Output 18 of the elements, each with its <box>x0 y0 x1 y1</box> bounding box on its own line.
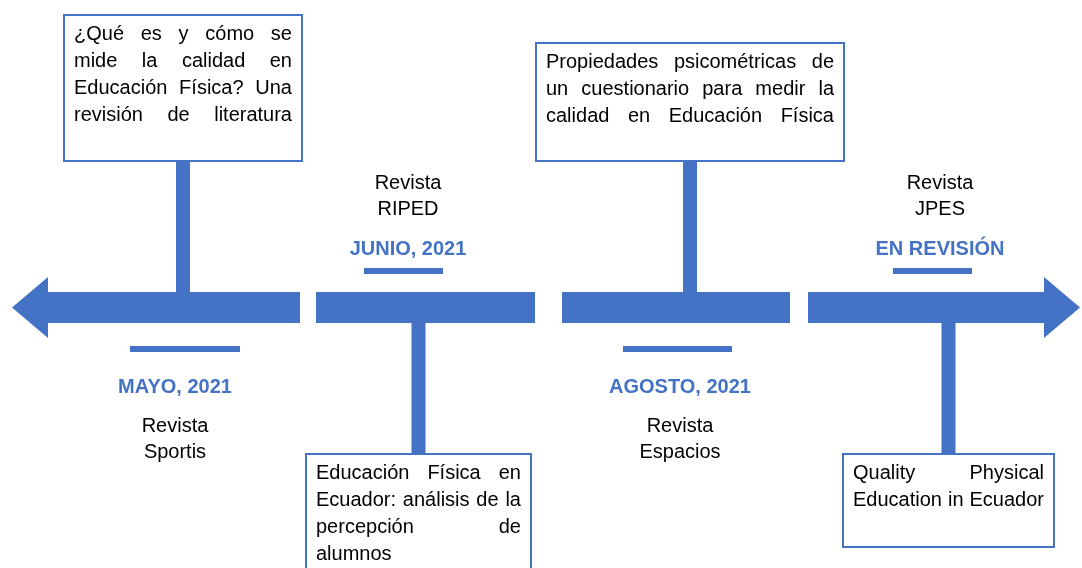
connector-stem <box>411 323 426 453</box>
timeline-arrow-segment <box>808 277 1080 338</box>
publication-box: ¿Qué es y cómo se mide la calidad en Educación Física? Una revisión de literatura <box>63 14 303 162</box>
date-label: AGOSTO, 2021 <box>608 374 752 399</box>
journal-label: Revista RIPED <box>373 170 443 221</box>
connector-stem <box>683 162 697 292</box>
journal-label: Revista JPES <box>905 170 975 221</box>
date-label: MAYO, 2021 <box>117 374 233 399</box>
publication-box: Quality Physical Education in Ecuador <box>842 453 1055 548</box>
connector-stem <box>941 323 956 453</box>
date-label: JUNIO, 2021 <box>348 236 468 261</box>
journal-label: Revista Espacios <box>638 413 722 464</box>
publication-box: Educación Física en Ecuador: análisis de la percepción de alumnos <box>305 453 532 568</box>
date-label: EN REVISIÓN <box>874 235 1006 261</box>
journal-label: Revista Sportis <box>140 413 210 464</box>
publication-box: Propiedades psicométricas de un cuestionario para medir la calidad en Educación Física <box>535 42 845 162</box>
connector-stem <box>176 162 190 292</box>
timeline-arrow-segment <box>12 277 300 338</box>
